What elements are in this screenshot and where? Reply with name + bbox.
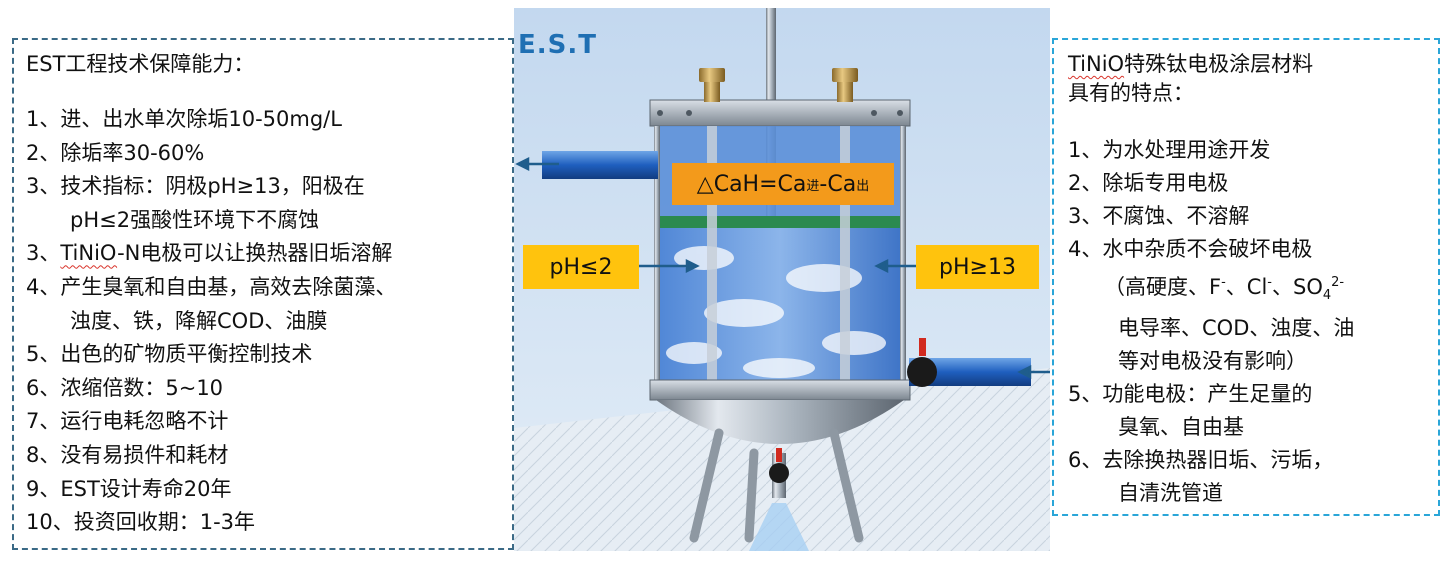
left-capability-panel: EST工程技术保障能力： 1、进、出水单次除垢10-50mg/L 2、除垢率30… [12, 38, 514, 550]
right-line-5: 5、功能电极：产生足量的 [1068, 382, 1313, 407]
left-line-1: 1、进、出水单次除垢10-50mg/L [26, 107, 342, 131]
right-line-ions-2: 电导率、COD、浊度、油 [1118, 316, 1355, 341]
formula-mid: -Ca [819, 171, 857, 197]
left-panel-title: EST工程技术保障能力： [26, 52, 255, 76]
bottom-flange [649, 379, 911, 401]
cathode-ph-label: pH≥13 [916, 245, 1039, 289]
right-line-ions: （高硬度、F-、Cl-、SO42- [1104, 275, 1345, 304]
left-line-8: 7、运行电耗忽略不计 [26, 409, 229, 434]
formula-sub-out: 出 [856, 178, 870, 194]
spellcheck-underline: TiNiO [1068, 52, 1125, 76]
left-line-2: 2、除垢率30-60% [26, 140, 205, 165]
inlet-pipe [542, 151, 658, 179]
left-line-4: 3、TiNiO-N电极可以让换热器旧垢溶解 [26, 237, 512, 271]
tinio-n-line: 3、TiNiO-N电极可以让换热器旧垢溶解 [26, 241, 393, 266]
right-line-1: 1、为水处理用途开发 [1068, 138, 1271, 162]
vessel-post-right [900, 126, 906, 388]
right-line-2: 2、除垢专用电极 [1068, 171, 1229, 195]
electrode-rods [707, 126, 850, 388]
left-line-5: 4、产生臭氧和自由基，高效去除菌藻、 [26, 274, 397, 299]
right-line-4: 4、水中杂质不会破坏电极 [1068, 237, 1313, 261]
right-line-6-cont: 自清洗管道 [1118, 481, 1223, 506]
drain-valve-handle [776, 448, 782, 462]
left-line-10: 9、EST设计寿命20年 [26, 476, 232, 501]
flange-bolts [657, 110, 903, 116]
outlet-valve [907, 357, 937, 387]
anode-ph-label: pH≤2 [523, 245, 639, 289]
formula-sub-in: 进 [806, 178, 820, 194]
flow-arrows [515, 156, 1050, 380]
formula-prefix: △CaH=Ca [696, 171, 807, 197]
separator-plate [656, 216, 904, 228]
right-line-6: 6、去除换热器旧垢、污垢， [1068, 448, 1334, 473]
right-panel-title-2: 具有的特点： [1068, 81, 1194, 105]
est-logo: E.S.T [518, 30, 597, 60]
drain-valve [769, 463, 789, 483]
right-line-5-cont: 臭氧、自由基 [1118, 415, 1244, 440]
left-line-9: 8、没有易损件和耗材 [26, 442, 229, 467]
right-line-ions-3: 等对电极没有影响） [1118, 349, 1307, 374]
left-line-6: 5、出色的矿物质平衡控制技术 [26, 342, 313, 367]
electrode-terminals [699, 68, 858, 102]
drain-spray [749, 503, 809, 551]
left-line-3-cont: pH≤2强酸性环境下不腐蚀 [70, 207, 320, 232]
left-line-7: 6、浓缩倍数：5~10 [26, 375, 224, 400]
right-panel-title-1: TiNiO特殊钛电极涂层材料 [1068, 50, 1438, 79]
outlet-valve-handle [919, 338, 926, 356]
left-line-11: 10、投资回收期：1-3年 [26, 510, 256, 535]
right-line-3: 3、不腐蚀、不溶解 [1068, 204, 1250, 228]
right-tinio-panel: TiNiO特殊钛电极涂层材料 具有的特点： 1、为水处理用途开发 2、除垢专用电… [1052, 38, 1440, 516]
spellcheck-underline: TiNiO [60, 241, 118, 266]
top-flange [649, 99, 911, 127]
left-line-5-cont: 浊度、铁，降解COD、油膜 [70, 308, 328, 333]
tinio-title-text: TiNiO特殊钛电极涂层材料 [1068, 52, 1314, 76]
left-line-3: 3、技术指标：阴极pH≥13，阳极在 [26, 174, 365, 199]
support-legs [689, 428, 864, 543]
vessel-post-left [654, 126, 660, 388]
